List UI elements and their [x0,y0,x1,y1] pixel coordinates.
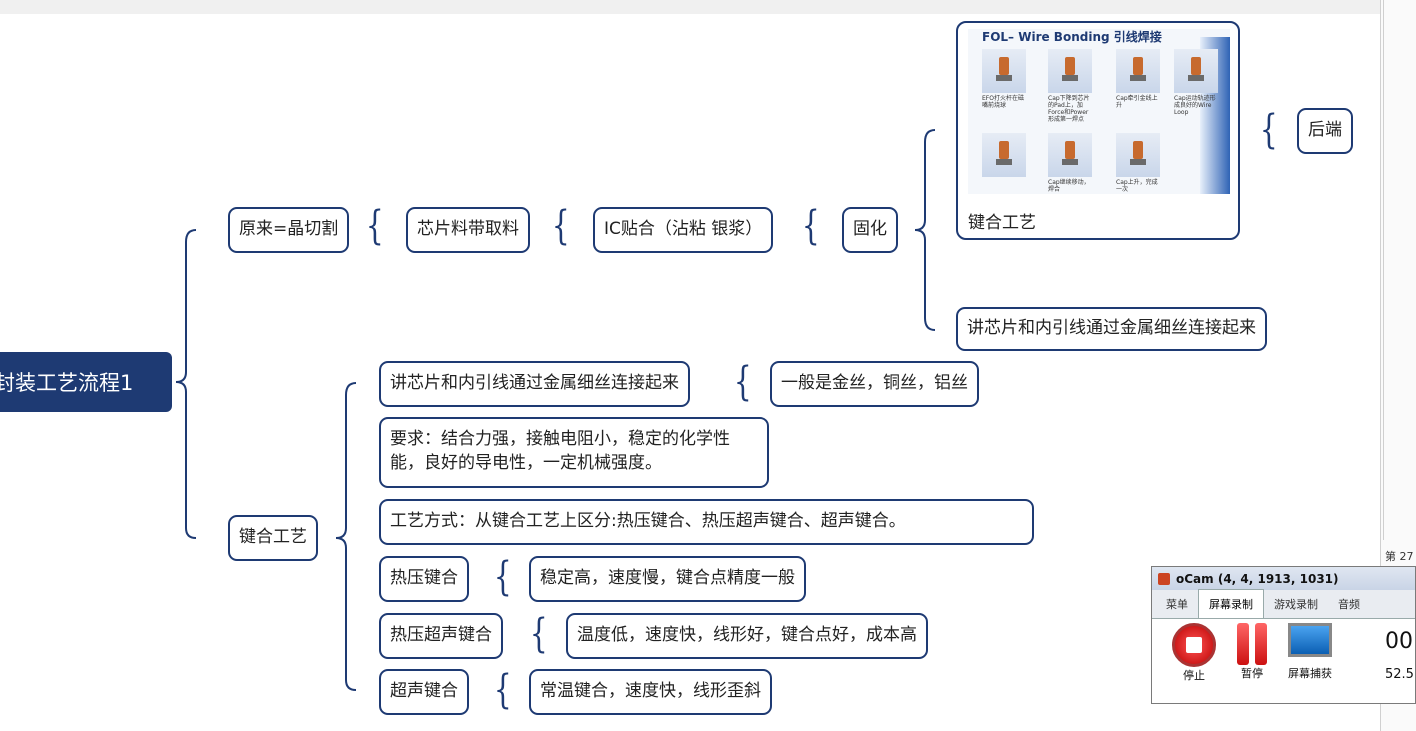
brace-ultrasonic: { [493,667,512,713]
screen-capture-button[interactable]: 屏幕捕获 [1280,623,1340,681]
node-ic-attach[interactable]: IC贴合（沾粘 银浆） [593,207,774,253]
root-node[interactable]: 封装工艺流程1 [0,352,172,412]
node-chip-pickup-label: 芯片料带取料 [417,219,519,240]
ocam-tabs: 菜单 屏幕录制 游戏录制 音频 [1152,589,1415,619]
node-bonding-process-label: 键合工艺 [239,527,307,548]
pause-label: 暂停 [1241,667,1263,680]
node-ultrasonic-label: 超声键合 [390,681,458,702]
node-curing-label: 固化 [853,219,887,240]
node-thermocompression-detail[interactable]: 稳定高，速度慢，键合点精度一般 [529,556,806,602]
node-requirement-label: 要求：结合力强，接触电阻小，稳定的化学性能，良好的导电性，一定机械强度。 [390,429,730,473]
node-bonding-process[interactable]: 键合工艺 [228,515,318,561]
node-wafer-cutting-label: 原来=晶切割 [239,219,339,240]
node-thermocompression-label: 热压键合 [390,568,458,589]
image-cell: Cap牵引金线上升 [1116,49,1160,110]
node-ultrasonic[interactable]: 超声键合 [379,669,469,715]
node-thermosonic-detail-label: 温度低，速度快，线形好，键合点好，成本高 [577,625,917,646]
image-cell [982,133,1026,180]
node-wire-material[interactable]: 一般是金丝，铜丝，铝丝 [770,361,979,407]
node-connect-detail-label: 讲芯片和内引线通过金属细丝连接起来 [967,318,1256,339]
node-connect-detail[interactable]: 讲芯片和内引线通过金属细丝连接起来 [956,307,1267,351]
tab-screen-record[interactable]: 屏幕录制 [1198,589,1264,618]
record-timer: 00 [1385,629,1413,654]
image-cell: Cap运动轨迹形成良好的Wire Loop [1174,49,1218,117]
ocam-logo-icon [1158,572,1170,585]
node-wire-material-label: 一般是金丝，铜丝，铝丝 [781,373,968,394]
ocam-window[interactable]: oCam (4, 4, 1913, 1031) 菜单 屏幕录制 游戏录制 音频 … [1151,566,1416,704]
ocam-titlebar[interactable]: oCam (4, 4, 1913, 1031) [1152,567,1415,590]
node-backend[interactable]: 后端 [1297,108,1353,154]
root-label: 封装工艺流程1 [0,371,134,395]
ocam-title: oCam (4, 4, 1913, 1031) [1176,571,1339,586]
node-backend-label: 后端 [1308,120,1342,141]
node-ultrasonic-detail-label: 常温键合，速度快，线形歪斜 [540,681,761,702]
node-thermocompression[interactable]: 热压键合 [379,556,469,602]
connector-lines [175,129,936,691]
tab-menu[interactable]: 菜单 [1166,598,1188,611]
image-card-caption: 键合工艺 [968,213,1036,233]
brace-connect: { [733,359,752,405]
pause-icon [1232,623,1272,665]
capture-label: 屏幕捕获 [1288,667,1332,680]
node-method[interactable]: 工艺方式：从键合工艺上区分:热压键合、热压超声键合、超声键合。 [379,499,1034,545]
image-cell: EFO打火杆在磁嘴前烧球 [982,49,1026,110]
brace-1: { [365,203,384,249]
wire-bonding-image: FOL– Wire Bonding 引线焊接 EFO打火杆在磁嘴前烧球 Cap下… [968,29,1230,194]
record-fps: 52.5 [1385,667,1414,682]
node-thermocompression-detail-label: 稳定高，速度慢，键合点精度一般 [540,568,795,589]
image-title: FOL– Wire Bonding 引线焊接 [982,30,1162,44]
image-cell: Cap继续移动，焊合 [1048,133,1092,194]
brace-thermosonic: { [529,611,548,657]
node-curing[interactable]: 固化 [842,207,898,253]
node-thermosonic-label: 热压超声键合 [390,625,492,646]
tab-game-record[interactable]: 游戏录制 [1274,598,1318,611]
image-card-wire-bonding[interactable]: FOL– Wire Bonding 引线焊接 EFO打火杆在磁嘴前烧球 Cap下… [956,21,1240,240]
node-connect-label: 讲芯片和内引线通过金属细丝连接起来 [390,373,679,394]
node-wafer-cutting[interactable]: 原来=晶切割 [228,207,350,253]
stop-button[interactable]: 停止 [1172,623,1216,683]
brace-thermo: { [493,554,512,600]
node-ic-attach-label: IC贴合（沾粘 银浆） [604,219,763,240]
node-thermosonic[interactable]: 热压超声键合 [379,613,503,659]
node-method-label: 工艺方式：从键合工艺上区分:热压键合、热压超声键合、超声键合。 [390,511,906,532]
ocam-body: 停止 暂停 屏幕捕获 00 52.5 [1152,619,1415,703]
stop-icon [1172,623,1216,667]
page-mark: 第 27 [1385,550,1414,563]
image-cell: Cap下降到芯片的Pad上，加Force和Power形成第一焊点 [1048,49,1092,124]
pause-button[interactable]: 暂停 [1232,623,1272,681]
image-cell: Cap上升，完成一次 [1116,133,1160,194]
node-thermosonic-detail[interactable]: 温度低，速度快，线形好，键合点好，成本高 [566,613,928,659]
node-ultrasonic-detail[interactable]: 常温键合，速度快，线形歪斜 [529,669,772,715]
node-connect[interactable]: 讲芯片和内引线通过金属细丝连接起来 [379,361,690,407]
node-requirement[interactable]: 要求：结合力强，接触电阻小，稳定的化学性能，良好的导电性，一定机械强度。 [379,417,769,488]
node-chip-pickup[interactable]: 芯片料带取料 [406,207,530,253]
monitor-icon [1288,623,1332,657]
stop-label: 停止 [1183,669,1205,682]
tab-audio[interactable]: 音频 [1338,598,1360,611]
top-toolbar-strip [0,0,1380,14]
brace-2: { [551,203,570,249]
panel-divider [1383,0,1384,540]
brace-back: { [1259,107,1278,153]
brace-3: { [801,203,820,249]
